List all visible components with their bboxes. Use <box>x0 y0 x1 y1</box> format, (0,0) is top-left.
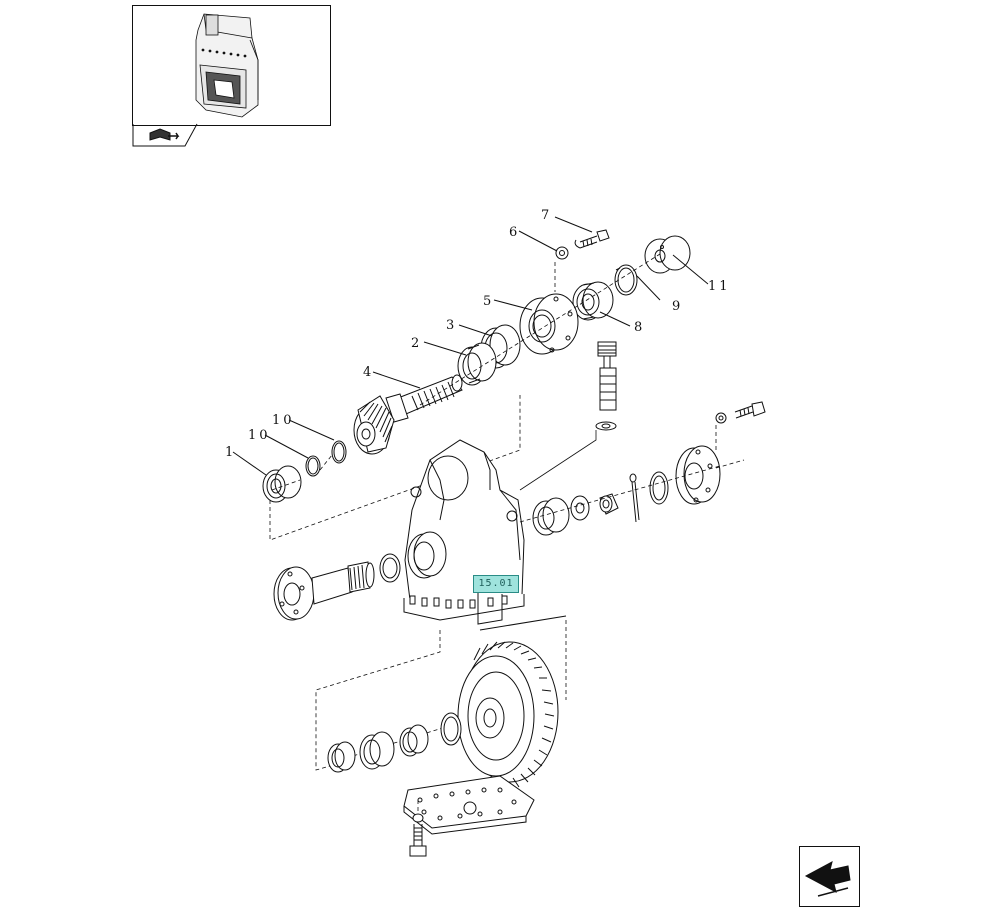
snap-ring-10b <box>305 455 321 477</box>
callout-7: 7 <box>541 208 549 223</box>
ring-left-housing <box>379 553 401 583</box>
right-washer <box>570 495 590 521</box>
lower-ring <box>440 712 462 746</box>
back-tab[interactable] <box>132 123 198 147</box>
castle-nut <box>599 493 619 515</box>
breather-assembly <box>595 341 617 431</box>
book-arrow-icon <box>149 128 180 141</box>
callout-labels: 7 6 11 9 8 5 3 2 4 10 10 1 <box>225 208 731 460</box>
snap-ring-10a <box>331 440 347 464</box>
bearing-8 <box>572 281 614 321</box>
thumbnail-frame[interactable] <box>132 5 331 126</box>
gearbox-housing <box>403 439 567 631</box>
callout-2: 2 <box>411 336 419 351</box>
callout-9: 9 <box>672 299 680 314</box>
callout-11: 11 <box>708 279 731 294</box>
lower-cone-bearing <box>327 741 356 773</box>
flange-housing-5 <box>519 292 579 355</box>
lower-bearing-cup <box>399 724 429 757</box>
collar-11 <box>644 235 691 274</box>
callout-6: 6 <box>509 225 517 240</box>
cover-plate <box>403 775 535 835</box>
right-bolt-washer <box>715 412 727 424</box>
callout-10b: 10 <box>248 428 271 443</box>
right-bolt <box>734 401 766 419</box>
washer-6 <box>555 246 569 260</box>
callout-8: 8 <box>634 320 642 335</box>
reference-badge[interactable]: 15.01 <box>473 575 519 593</box>
callout-1: 1 <box>225 445 233 460</box>
right-ring <box>649 471 669 505</box>
ring-3 <box>480 324 521 369</box>
snap-ring-9 <box>614 264 638 296</box>
bearing-cup-2 <box>457 342 497 386</box>
pinion-shaft-4 <box>353 374 463 455</box>
callout-3: 3 <box>446 318 454 333</box>
lower-bearing <box>359 731 395 770</box>
bolt-7 <box>574 229 610 249</box>
callout-10a: 10 <box>272 413 295 428</box>
bottom-bolt <box>409 813 427 857</box>
right-flange <box>675 445 721 505</box>
right-bearing <box>532 497 570 536</box>
callout-4: 4 <box>363 365 371 380</box>
callout-5: 5 <box>483 294 491 309</box>
output-flange-shaft <box>273 561 375 621</box>
cotter-pin <box>629 473 640 523</box>
nav-button[interactable] <box>799 846 860 907</box>
bearing-1 <box>262 465 302 503</box>
ring-gear <box>457 641 559 788</box>
